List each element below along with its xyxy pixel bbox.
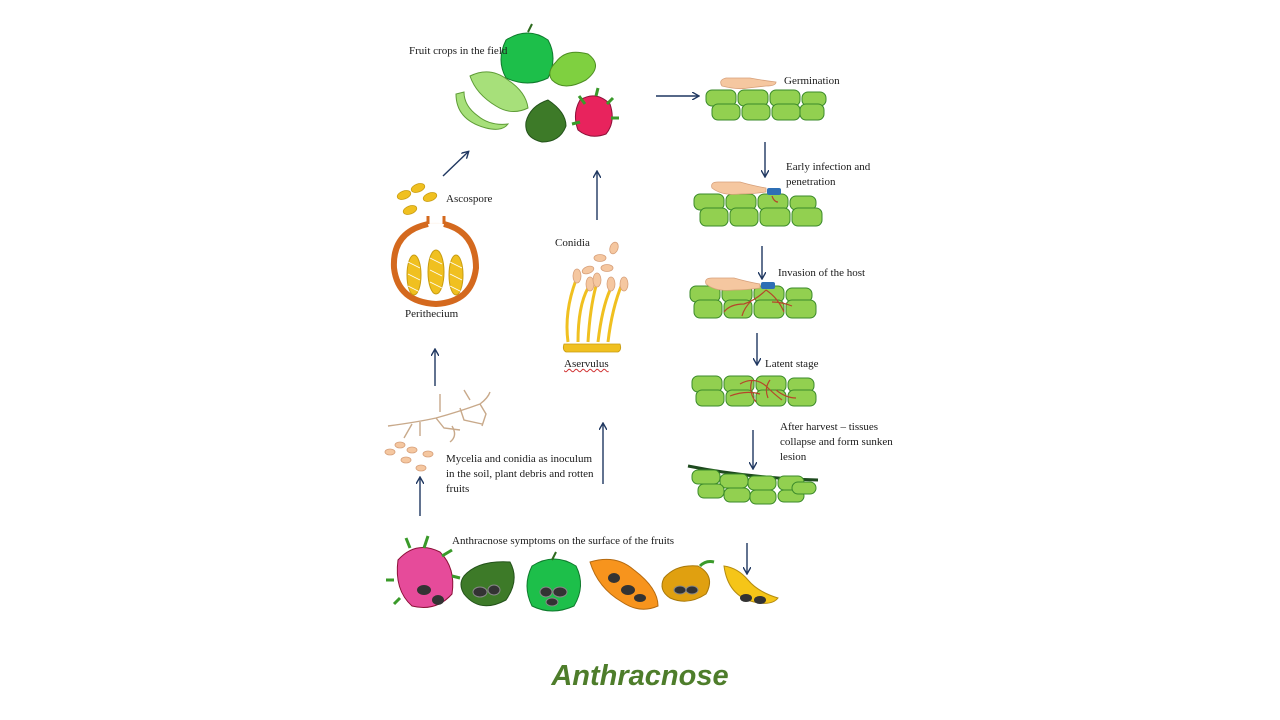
germinating-spore bbox=[720, 77, 777, 90]
diseased-guava bbox=[526, 551, 581, 612]
diagram-title: Anthracnose bbox=[551, 660, 729, 692]
mango-fruit-green bbox=[549, 51, 596, 87]
aservulus bbox=[562, 268, 629, 353]
early-infection-tissue bbox=[693, 193, 823, 227]
diseased-papaya bbox=[589, 558, 659, 610]
early-infection-label: Early infection and penetration bbox=[786, 161, 871, 188]
after-harvest-label: After harvest – tissues collapse and for… bbox=[780, 421, 893, 463]
guava-fruit-green bbox=[500, 32, 554, 84]
banana-fruit-green bbox=[455, 91, 510, 130]
conidia-cluster bbox=[581, 241, 619, 275]
mycelia-label: Mycelia and conidia as inoculum in the s… bbox=[446, 453, 594, 495]
after-harvest-tissue bbox=[691, 469, 817, 505]
latent-hyphae bbox=[729, 379, 797, 403]
arrow-ascospore-to-fruits bbox=[442, 152, 468, 177]
avocado-fruit-dark bbox=[525, 99, 567, 143]
fruit-crops-label: Fruit crops in the field bbox=[409, 45, 508, 57]
diseased-avocado bbox=[460, 561, 515, 607]
invasion-label: Invasion of the host bbox=[778, 267, 866, 279]
germination-label: Germination bbox=[784, 75, 840, 87]
field-fruits bbox=[455, 23, 619, 143]
soil-mycelia bbox=[387, 389, 491, 443]
appressorium bbox=[767, 188, 781, 195]
conidia-label: Conidia bbox=[555, 237, 590, 249]
perithecium bbox=[390, 216, 480, 308]
diseased-banana bbox=[723, 565, 779, 604]
diseased-dragon-fruit bbox=[386, 535, 461, 608]
latent-tissue bbox=[691, 375, 817, 407]
ascospores bbox=[396, 183, 438, 215]
infecting-spore bbox=[711, 181, 767, 195]
diseased-fruits bbox=[386, 535, 779, 612]
soil-conidia bbox=[384, 441, 434, 472]
diseased-mango bbox=[661, 560, 715, 602]
germination-tissue bbox=[705, 89, 827, 121]
invading-hyphae bbox=[723, 289, 793, 317]
invasion-tissue bbox=[689, 285, 817, 319]
symptoms-label: Anthracnose symptoms on the surface of t… bbox=[452, 535, 675, 547]
papaya-fruit-light bbox=[469, 71, 529, 112]
ascospore-label: Ascospore bbox=[446, 193, 493, 205]
aservulus-label: Aservulus bbox=[564, 358, 609, 370]
fruit-stem bbox=[527, 23, 533, 33]
cycle-arrows bbox=[420, 96, 765, 573]
dragon-fruit bbox=[574, 95, 613, 137]
perithecium-label: Perithecium bbox=[405, 308, 459, 320]
latent-stage-label: Latent stage bbox=[765, 358, 819, 370]
